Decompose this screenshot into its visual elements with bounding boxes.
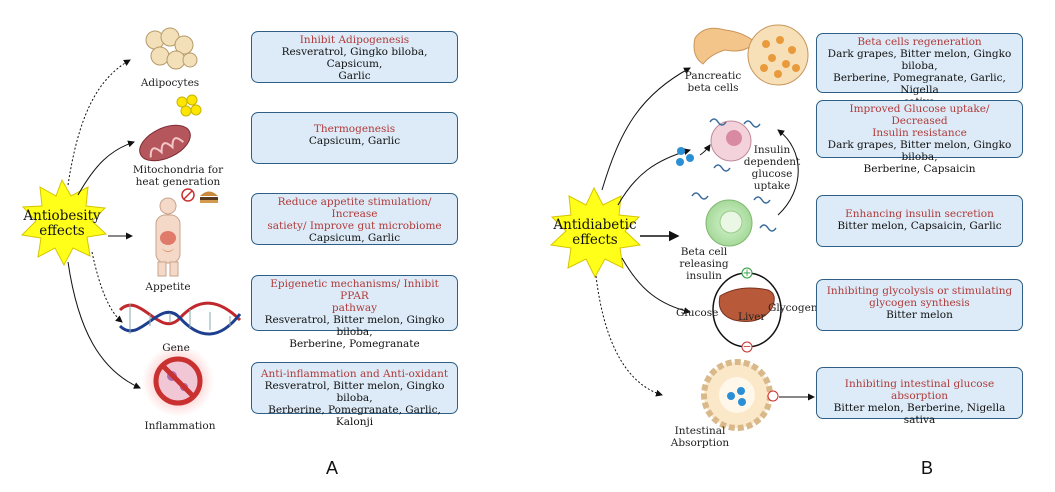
label-inflammation: Inflammation	[144, 420, 216, 432]
effect-agents: Bitter melon, Capsaicin, Garlic	[837, 220, 1002, 232]
effect-agents: Bitter melon	[886, 309, 953, 321]
label-glycogen: Glycogen	[768, 302, 818, 314]
arrow-to-pancreas	[601, 67, 691, 191]
label-insulin-uptake: Insulin dependent glucose uptake	[743, 144, 801, 192]
effect-agents: Capsicum, Garlic	[308, 135, 401, 147]
plus-sign-icon	[741, 267, 753, 279]
effect-title: Epigenetic mechanisms/ Inhibit PPAR path…	[270, 278, 439, 314]
arrow-to-gene	[91, 251, 123, 323]
inhibit-minus-icon	[767, 390, 779, 402]
label-beta-cell: Beta cell releasing insulin	[679, 246, 729, 282]
arrow-insulin-to-uptake	[777, 129, 799, 216]
insulin-target-cell-icon	[710, 120, 752, 162]
liver-icon	[718, 287, 775, 322]
arrow-glucose-into-cell	[699, 144, 711, 156]
effect-title: Enhancing insulin secretion	[845, 208, 994, 220]
effect-box-glycolysis: Inhibiting glycolysis or stimulating gly…	[816, 279, 1023, 331]
effect-box-antiinflammation: Anti-inflammation and Anti-oxidant Resve…	[251, 362, 458, 428]
effect-agents: Bitter melon, Berberine, Nigella sativa	[833, 402, 1006, 426]
insulin-receptor-icons	[691, 118, 777, 232]
label-adipocytes: Adipocytes	[140, 77, 200, 89]
dna-helix-icon	[118, 301, 242, 336]
effect-title: Inhibiting glycolysis or stimulating gly…	[826, 285, 1013, 309]
intestinal-villi-icon	[701, 359, 773, 431]
panel-letter-a: A	[326, 458, 339, 478]
effect-box-insulin-secretion: Enhancing insulin secretion Bitter melon…	[816, 195, 1023, 247]
effect-title: Inhibiting intestinal glucose absorption	[844, 378, 995, 402]
effect-agents: Resveratrol, Gingko biloba, Capsicum, Ga…	[281, 46, 428, 82]
antidiabetic-starburst	[549, 186, 642, 279]
effect-title: Reduce appetite stimulation/ Increase sa…	[267, 196, 442, 232]
pancreas-icon	[693, 27, 756, 65]
effect-agents: Resveratrol, Bitter melon, Gingko biloba…	[264, 380, 445, 428]
effect-title: Anti-inflammation and Anti-oxidant	[260, 368, 449, 380]
effect-box-appetite: Reduce appetite stimulation/ Increase sa…	[251, 193, 458, 245]
effect-title: Beta cells regeneration	[857, 36, 982, 48]
mitochondria-icon	[139, 124, 191, 162]
label-mitochondria: Mitochondria for heat generation	[132, 164, 224, 188]
adipocytes-icon	[145, 27, 198, 70]
effect-agents: Resveratrol, Bitter melon, Gingko biloba…	[264, 314, 445, 350]
effect-box-beta-regeneration: Beta cells regeneration Dark grapes, Bit…	[816, 33, 1023, 108]
no-snack-icon	[181, 188, 195, 202]
arrow-to-mitochondria	[77, 140, 135, 196]
appetite-body-icon	[155, 197, 181, 277]
effect-agents: Dark grapes, Bitter melon, Gingko biloba…	[827, 48, 1012, 108]
label-gene: Gene	[162, 342, 190, 354]
arrow-to-adipocytes	[67, 59, 131, 186]
minus-sign-icon	[741, 341, 753, 353]
label-pancreas: Pancreatic beta cells	[684, 70, 742, 94]
effect-title: Inhibit Adipogenesis	[299, 34, 410, 46]
beta-cell-icon	[705, 199, 753, 247]
effect-agents: Dark grapes, Bitter melon, Gingko biloba…	[827, 139, 1012, 175]
effect-box-thermogenesis: Thermogenesis Capsicum, Garlic	[251, 112, 458, 164]
antiobesity-label: Antiobesity effects	[23, 208, 101, 239]
effect-title: Improved Glucose uptake/ Decreased Insul…	[849, 103, 990, 139]
effect-title: Thermogenesis	[313, 123, 396, 135]
effect-box-epigenetic: Epigenetic mechanisms/ Inhibit PPAR path…	[251, 275, 458, 350]
burger-icon	[200, 191, 218, 203]
arrow-to-liver	[621, 257, 691, 315]
label-glucose: Glucose	[676, 307, 719, 319]
antiobesity-starburst	[20, 178, 108, 267]
label-intestinal: Intestinal Absorption	[670, 425, 730, 449]
label-minus: −	[742, 341, 752, 353]
effect-box-glucose-uptake: Improved Glucose uptake/ Decreased Insul…	[816, 100, 1023, 175]
arrow-to-inflammation	[67, 261, 141, 389]
arrow-to-intestine	[595, 275, 663, 397]
glucose-molecules-icon	[676, 147, 694, 166]
antidiabetic-label: Antidiabetic effects	[553, 217, 637, 248]
label-appetite: Appetite	[145, 281, 191, 293]
label-plus: +	[742, 267, 752, 279]
effect-box-intestinal-absorption: Inhibiting intestinal glucose absorption…	[816, 367, 1023, 426]
no-inflammation-icon	[142, 345, 214, 417]
panel-letter-b: B	[921, 458, 934, 478]
fat-droplets-icon	[176, 94, 202, 117]
label-liver: Liver	[738, 311, 766, 323]
beta-cells-icon	[747, 24, 809, 86]
effect-agents: Capsicum, Garlic	[308, 232, 401, 244]
effect-box-adipogenesis: Inhibit Adipogenesis Resveratrol, Gingko…	[251, 31, 458, 83]
